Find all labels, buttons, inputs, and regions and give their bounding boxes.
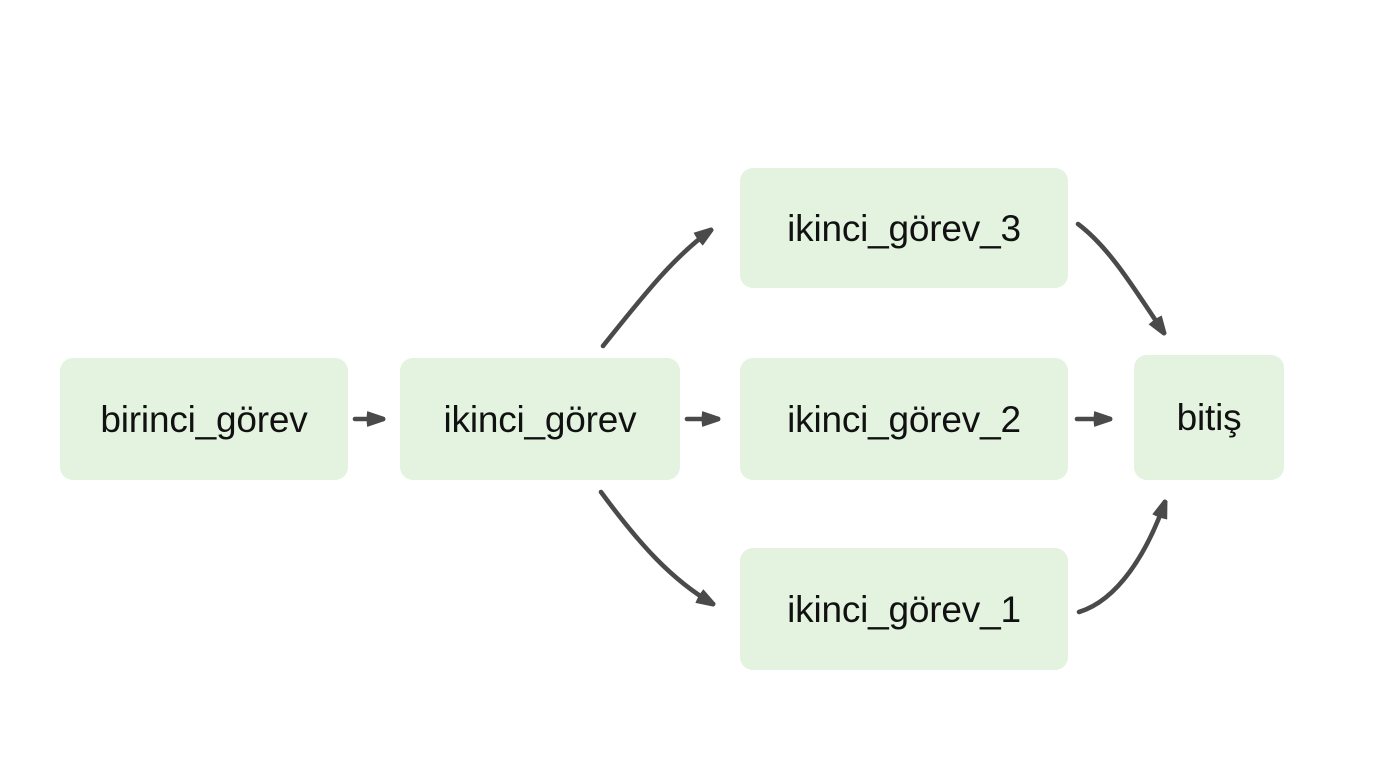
node-label: ikinci_görev_3	[787, 207, 1021, 249]
edge-ikinci_gorev-to-ikinci_gorev_1	[598, 489, 716, 607]
node-ikinci-gorev-2[interactable]: ikinci_görev_2	[740, 358, 1068, 480]
node-ikinci-gorev[interactable]: ikinci_görev	[400, 358, 680, 480]
edge-ikinci_gorev_3-to-bitis	[1075, 221, 1167, 336]
node-birinci-gorev[interactable]: birinci_görev	[60, 358, 348, 480]
node-bitis[interactable]: bitiş	[1134, 355, 1284, 480]
node-label: ikinci_görev_2	[787, 398, 1021, 440]
node-ikinci-gorev-1[interactable]: ikinci_görev_1	[740, 548, 1068, 670]
node-label: ikinci_görev_1	[787, 588, 1021, 630]
node-label: birinci_görev	[100, 398, 308, 440]
node-label: ikinci_görev	[443, 398, 637, 440]
edge-ikinci_gorev-to-ikinci_gorev_3	[600, 227, 714, 349]
node-ikinci-gorev-3[interactable]: ikinci_görev_3	[740, 168, 1068, 288]
edge-ikinci_gorev_1-to-bitis	[1076, 499, 1168, 615]
node-label: bitiş	[1176, 397, 1242, 438]
